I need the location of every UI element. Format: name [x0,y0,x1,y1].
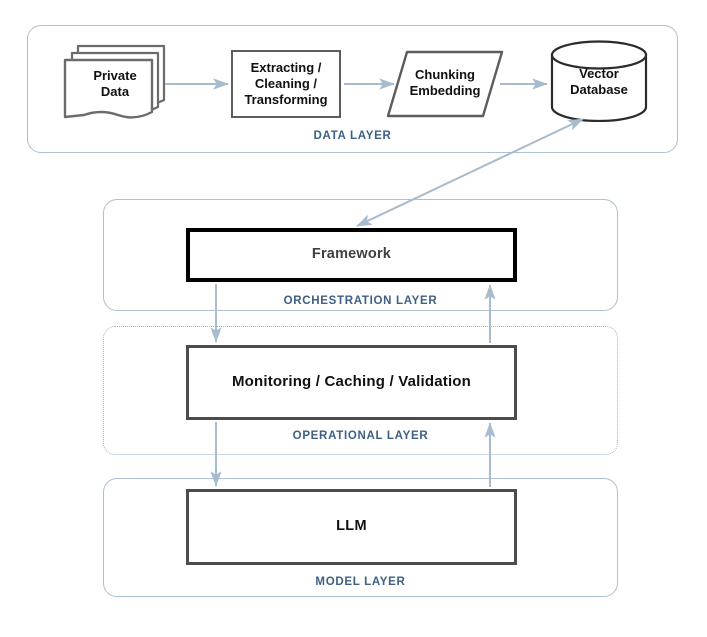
layer-operational-layer [103,326,618,455]
node-framework: Framework [186,228,517,282]
node-llm: LLM [186,489,517,565]
layer-data-layer [27,25,678,153]
extracting-label-line1: Extracting / [250,60,322,76]
layer-label-data-layer: DATA LAYER [313,130,392,142]
parallelogram-shape [386,50,504,118]
node-monitoring-caching-validation: Monitoring / Caching / Validation [186,345,517,420]
node-vector-database: Vector Database [549,40,649,122]
layer-model-layer [103,478,618,597]
layer-label-orchestration-layer: ORCHESTRATION LAYER [283,295,438,307]
extracting-label-line3: Transforming [244,91,328,107]
database-cylinder-icon [550,40,648,122]
node-chunking-embedding: Chunking Embedding [386,50,504,118]
layer-label-model-layer: MODEL LAYER [315,576,406,588]
node-extracting-cleaning-transforming: Extracting / Cleaning / Transforming [231,50,341,118]
extracting-label-line2: Cleaning / [254,76,318,92]
document-stack-icon [63,44,166,119]
node-private-data: Private Data [60,42,170,120]
framework-label: Framework [311,246,392,263]
monitoring-label: Monitoring / Caching / Validation [231,373,472,391]
layer-label-operational-layer: OPERATIONAL LAYER [292,430,429,442]
llm-label: LLM [336,518,367,535]
